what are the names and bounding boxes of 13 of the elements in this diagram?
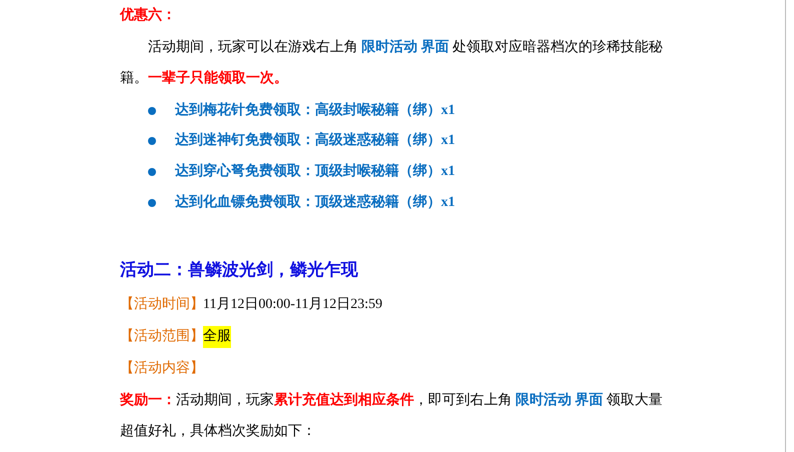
date-range-text: 11月12日00:00-11月12日23:59 <box>203 296 382 314</box>
list-item: 达到穿心弩免费领取：顶级封喉秘籍（绑）x1 <box>175 162 455 181</box>
paragraph: 活动期间，玩家可以在游戏右上角 限时活动 界面 处领取对应暗器档次的珍稀技能秘籍。一辈子只能领取一次。 <box>120 38 664 88</box>
list-item: 达到迷神钉免费领取：高级迷惑秘籍（绑）x1 <box>175 130 455 150</box>
section-heading: 活动二：兽鳞波光剑，鳞光乍现 <box>120 259 358 282</box>
paragraph: 奖励一：活动期间，玩家累计充值达到相应条件，即可到右上角 限时活动 界面 领取大量超值好礼，具体档次奖励如下： <box>120 390 664 441</box>
highlighted-text: 全服 <box>203 326 231 348</box>
field-label: 【活动时间】 <box>120 295 204 314</box>
field-label: 【活动范围】 <box>120 327 204 346</box>
section-heading: 优惠六： <box>120 6 176 25</box>
list-item: 达到梅花针免费领取：高级封喉秘籍（绑）x1 <box>175 100 455 120</box>
field-label: 【活动内容】 <box>120 359 204 378</box>
list-item: 达到化血镖免费领取：顶级迷惑秘籍（绑）x1 <box>175 193 455 212</box>
